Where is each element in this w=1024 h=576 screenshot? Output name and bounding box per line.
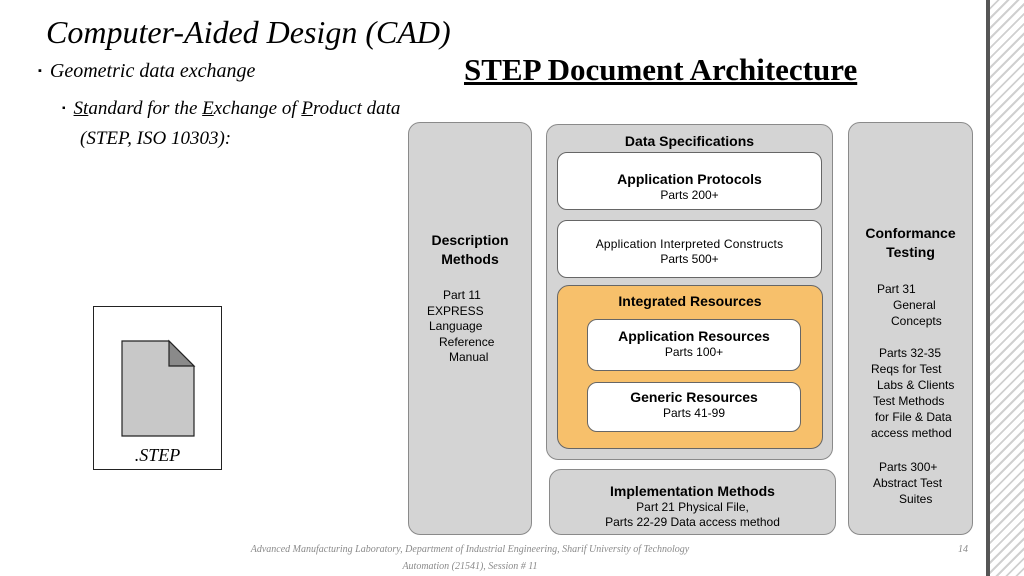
integrated-resources-title: Integrated Resources bbox=[618, 293, 762, 309]
body-line: Reference bbox=[439, 334, 495, 349]
file-extension-label: .STEP bbox=[134, 445, 181, 465]
body-line: General bbox=[893, 298, 936, 312]
conformance-testing-column: Conformance Testing Part 31 General Conc… bbox=[848, 122, 973, 535]
description-methods-body: Part 11 EXPRESS Language Reference Manua… bbox=[427, 288, 494, 366]
body-line: Manual bbox=[449, 350, 489, 364]
data-specifications-column: Data Specifications Application Protocol… bbox=[546, 124, 833, 460]
slide-title: Computer-Aided Design (CAD) bbox=[46, 14, 451, 50]
bullet-text: Geometric data exchange bbox=[49, 60, 256, 82]
conformance-group-parts32-35: Parts 32-35 Reqs for Test Labs & Clients… bbox=[871, 345, 954, 441]
bullet-marker: ▪ bbox=[62, 103, 66, 114]
body-line: Abstract Test bbox=[873, 476, 943, 490]
page-number: 14 bbox=[958, 544, 968, 555]
step-file-card: .STEP bbox=[93, 306, 222, 470]
body-line: Suites bbox=[899, 492, 933, 506]
body-line: Language bbox=[429, 319, 483, 333]
bullet-text: xchange of bbox=[213, 98, 302, 119]
body-line: EXPRESS bbox=[427, 303, 484, 318]
body-line: Reqs for Test bbox=[871, 362, 942, 376]
body-line: Concepts bbox=[891, 314, 942, 328]
footer-line2: Automation (21541), Session # 11 bbox=[402, 561, 538, 572]
document-icon bbox=[121, 339, 196, 437]
description-methods-title: Description Methods bbox=[409, 231, 531, 269]
application-protocols-title: Application Protocols bbox=[617, 171, 762, 187]
title-line: Conformance bbox=[865, 225, 956, 241]
data-specifications-title: Data Specifications bbox=[624, 133, 755, 149]
title-line: Methods bbox=[441, 251, 499, 267]
body-line: for File & Data bbox=[875, 410, 952, 424]
application-resources-title: Application Resources bbox=[618, 328, 770, 344]
decorative-stripe bbox=[990, 0, 1024, 576]
conformance-testing-title: Conformance Testing bbox=[849, 224, 972, 262]
application-resources-box: Application Resources Parts 100+ bbox=[587, 319, 801, 371]
application-resources-parts: Parts 100+ bbox=[664, 345, 724, 359]
body-line: Parts 300+ bbox=[879, 460, 938, 474]
generic-resources-box: Generic Resources Parts 41-99 bbox=[587, 382, 801, 432]
conformance-group-part31: Part 31 General Concepts bbox=[877, 281, 942, 329]
title-line: Testing bbox=[886, 244, 935, 260]
body-line: Labs & Clients bbox=[877, 378, 955, 392]
implementation-methods-box: Implementation Methods Part 21 Physical … bbox=[549, 469, 836, 535]
aic-box: Application Interpreted Constructs Parts… bbox=[557, 220, 822, 278]
integrated-resources-box: Integrated Resources Application Resourc… bbox=[557, 285, 823, 449]
bullet-geometric-data-exchange: ▪ Geometric data exchange bbox=[38, 60, 255, 83]
generic-resources-title: Generic Resources bbox=[630, 389, 758, 405]
body-line: access method bbox=[871, 426, 952, 440]
bullet-marker: ▪ bbox=[38, 65, 42, 77]
title-line: Description bbox=[431, 232, 509, 248]
implementation-line1: Part 21 Physical File, bbox=[636, 500, 749, 514]
application-protocols-box: Application Protocols Parts 200+ bbox=[557, 152, 822, 210]
underlined-letters: St bbox=[73, 98, 89, 119]
aic-parts: Parts 500+ bbox=[660, 252, 719, 266]
bullet-text: roduct data bbox=[312, 98, 401, 119]
underlined-letters: P bbox=[301, 98, 313, 119]
body-line: Test Methods bbox=[873, 394, 945, 408]
bullet-text: andard for the bbox=[88, 98, 203, 119]
aic-title: Application Interpreted Constructs bbox=[595, 237, 784, 251]
body-line: Part 11 bbox=[443, 288, 481, 302]
body-line: Parts 32-35 bbox=[879, 346, 942, 360]
bullet-step-definition: ▪ Standard for the Exchange of Product da… bbox=[62, 95, 400, 152]
underlined-letters: E bbox=[202, 98, 214, 119]
bullet-text-line2: (STEP, ISO 10303): bbox=[80, 128, 232, 149]
body-line: Part 31 bbox=[877, 282, 916, 296]
conformance-group-parts300: Parts 300+ Abstract Test Suites bbox=[871, 459, 942, 507]
diagram-title: STEP Document Architecture bbox=[464, 52, 858, 87]
application-protocols-parts: Parts 200+ bbox=[660, 188, 719, 202]
generic-resources-parts: Parts 41-99 bbox=[662, 406, 726, 420]
implementation-line2: Parts 22-29 Data access method bbox=[605, 515, 780, 529]
decorative-divider bbox=[986, 0, 990, 576]
implementation-methods-title: Implementation Methods bbox=[610, 483, 775, 499]
description-methods-column: Description Methods Part 11 EXPRESS Lang… bbox=[408, 122, 532, 535]
footer-line1: Advanced Manufacturing Laboratory, Depar… bbox=[250, 544, 690, 555]
